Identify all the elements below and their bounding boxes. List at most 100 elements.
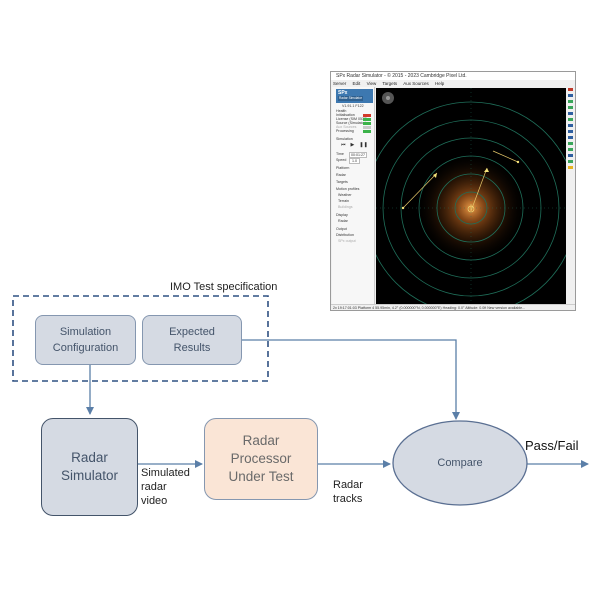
rewind-icon[interactable]: ⏮ — [341, 142, 346, 148]
tool-icon[interactable] — [568, 154, 573, 157]
status-row: Processing — [336, 129, 374, 133]
play-icon[interactable]: ▶ — [350, 142, 355, 148]
tool-icon[interactable] — [568, 166, 573, 169]
label-line: radar — [141, 481, 167, 493]
menu-targets[interactable]: Targets — [382, 81, 398, 86]
health-row: Health — [336, 109, 374, 113]
status-indicator — [363, 117, 371, 121]
status-row: License (SIM 0537) — [336, 117, 374, 121]
imo-spec-label: IMO Test specification — [170, 281, 278, 293]
scenario-item[interactable]: Platform — [336, 166, 350, 170]
status-row: Aux Sources — [336, 125, 374, 129]
scenario-item[interactable]: Radar — [338, 219, 348, 223]
compass-control[interactable] — [382, 92, 394, 104]
radar-ppi — [376, 88, 566, 304]
logo-text: SPx — [338, 90, 348, 96]
pass-fail-label: Pass/Fail — [525, 438, 579, 453]
scenario-item[interactable]: Targets — [336, 180, 348, 184]
label-line: tracks — [333, 493, 363, 505]
menu-edit[interactable]: Edit — [352, 81, 361, 86]
radar-tracks-label: Radar tracks — [333, 478, 363, 506]
tool-icon[interactable] — [568, 124, 573, 127]
menu-view[interactable]: View — [366, 81, 377, 86]
menu-aux-sources[interactable]: Aux Sources — [403, 81, 429, 86]
scenario-item[interactable]: SPx output — [338, 239, 356, 243]
playback-controls: ⏮ ▶ ❚❚ — [341, 142, 369, 148]
scenario-item[interactable]: Terrain — [338, 199, 349, 203]
box-text-line: Simulator — [60, 468, 119, 483]
scenario-item: Output — [336, 227, 347, 231]
scenario-item[interactable]: Radar — [336, 173, 346, 177]
window-title: SPx Radar Simulator - © 2015 - 2023 Camb… — [331, 72, 575, 80]
speed-field[interactable]: 1.0 — [349, 158, 360, 164]
speed-row: Speed 1.0 — [336, 158, 374, 164]
target-markers — [401, 160, 520, 210]
time-field[interactable]: 00:01:27 — [349, 152, 367, 158]
status-label: License (SIM 0537) — [336, 117, 368, 121]
menu-help[interactable]: Help — [434, 81, 445, 86]
status-indicator — [363, 125, 371, 129]
tool-icon[interactable] — [568, 136, 573, 139]
scenario-item[interactable]: Distribution — [336, 233, 354, 237]
radar-display[interactable] — [376, 88, 566, 304]
tool-icon[interactable] — [568, 112, 573, 115]
tool-icon[interactable] — [568, 106, 573, 109]
menu-bar: Server Edit View Targets Aux Sources Hel… — [331, 80, 575, 87]
tool-icon[interactable] — [568, 94, 573, 97]
pause-icon[interactable]: ❚❚ — [359, 142, 368, 148]
box-text-line: Results — [173, 342, 211, 354]
label-line: Radar — [333, 479, 363, 491]
simulation-heading: Simulation — [336, 137, 353, 141]
status-bar: 2x 19:17:01:03 Platform 4 55.95min, 4.2°… — [331, 304, 575, 310]
box-text-line: Under Test — [228, 469, 294, 484]
own-platform-marker — [467, 205, 475, 213]
box-text-line: Radar — [71, 450, 108, 465]
status-label: Aux Sources — [336, 125, 357, 129]
tool-icon[interactable] — [568, 100, 573, 103]
status-indicator — [363, 113, 371, 117]
arrow-expected-to-compare — [242, 339, 460, 420]
tool-icon[interactable] — [568, 148, 573, 151]
status-row: Source (Simulator) — [336, 121, 374, 125]
status-row: Initialisation — [336, 113, 374, 117]
simulated-radar-video-label: Simulated radar video — [141, 466, 190, 508]
time-row: Time 00:01:27 — [336, 152, 374, 158]
menu-server[interactable]: Server — [333, 81, 347, 86]
box-text-line: Processor — [230, 451, 292, 466]
tool-icon[interactable] — [568, 118, 573, 121]
tool-icon[interactable] — [568, 142, 573, 145]
box-text-line: Expected — [169, 326, 215, 338]
speed-label: Speed — [336, 158, 347, 162]
app-logo: SPx Radar Simulator — [336, 89, 373, 103]
logo-subtext: Radar Simulator — [338, 96, 364, 101]
bearing-lines — [376, 88, 566, 304]
scenario-item: Display — [336, 213, 348, 217]
radar-processor-box: Radar Processor Under Test — [204, 418, 318, 500]
expected-results-box: Expected Results — [142, 315, 242, 365]
scenario-item[interactable]: Buildings — [338, 205, 353, 209]
box-text-line: Simulation — [59, 326, 112, 338]
label-line: video — [141, 495, 168, 507]
scenario-item[interactable]: Weather — [338, 193, 352, 197]
box-text-line: Radar — [242, 433, 280, 448]
scenario-item[interactable]: Motion profiles — [336, 187, 360, 191]
tool-icon[interactable] — [568, 88, 573, 91]
status-indicator — [363, 121, 371, 125]
radar-simulator-box: Radar Simulator — [41, 418, 138, 516]
compare-ellipse — [392, 420, 528, 506]
status-indicator — [363, 129, 371, 133]
time-label: Time — [336, 152, 344, 156]
tool-icon[interactable] — [568, 160, 573, 163]
status-label: Source (Simulator) — [336, 121, 366, 125]
radar-simulator-screenshot: SPx Radar Simulator - © 2015 - 2023 Camb… — [330, 71, 576, 311]
simulation-configuration-box: Simulation Configuration — [35, 315, 136, 365]
tool-icon[interactable] — [568, 130, 573, 133]
right-toolbar — [567, 88, 575, 304]
health-label: Health — [336, 109, 347, 113]
version-label: V1.91.1 F122 — [342, 104, 364, 108]
target-tracks — [402, 150, 519, 212]
box-text-line: Configuration — [52, 342, 119, 354]
status-label: Processing — [336, 129, 354, 133]
label-line: Simulated — [141, 467, 190, 479]
